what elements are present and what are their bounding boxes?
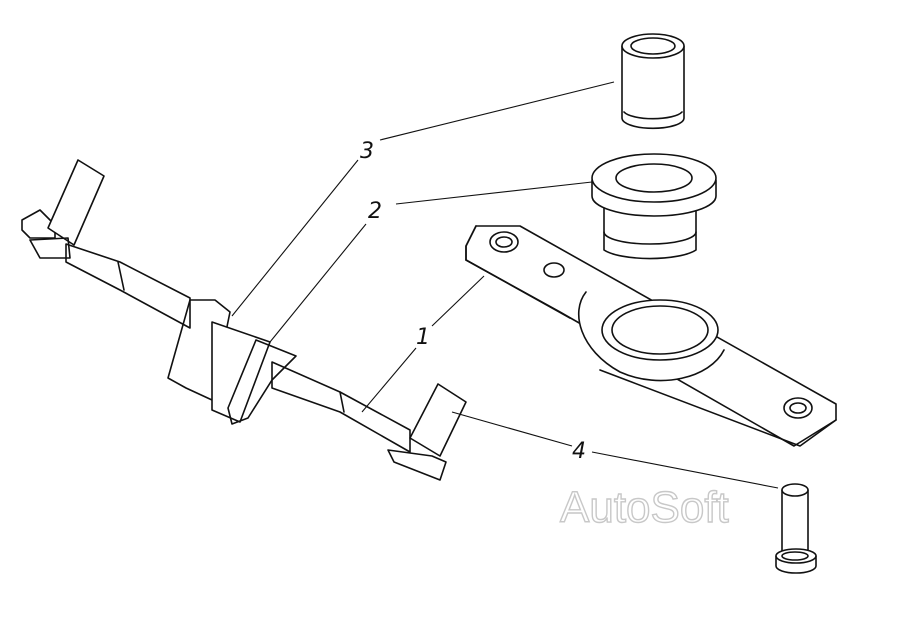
callout-2: 2	[368, 199, 382, 224]
part-2-flanged-bushing	[591, 153, 717, 260]
lever-cross-section	[21, 159, 467, 481]
callout-3: 3	[360, 139, 374, 164]
watermark-text: AutoSoft	[560, 483, 729, 532]
leader-lines	[231, 81, 779, 489]
callout-1: 1	[416, 325, 430, 350]
part-3-bushing	[621, 33, 685, 130]
part-1-lever-plate	[465, 225, 837, 447]
part-4-pin	[775, 483, 817, 574]
callout-4: 4	[572, 439, 586, 464]
